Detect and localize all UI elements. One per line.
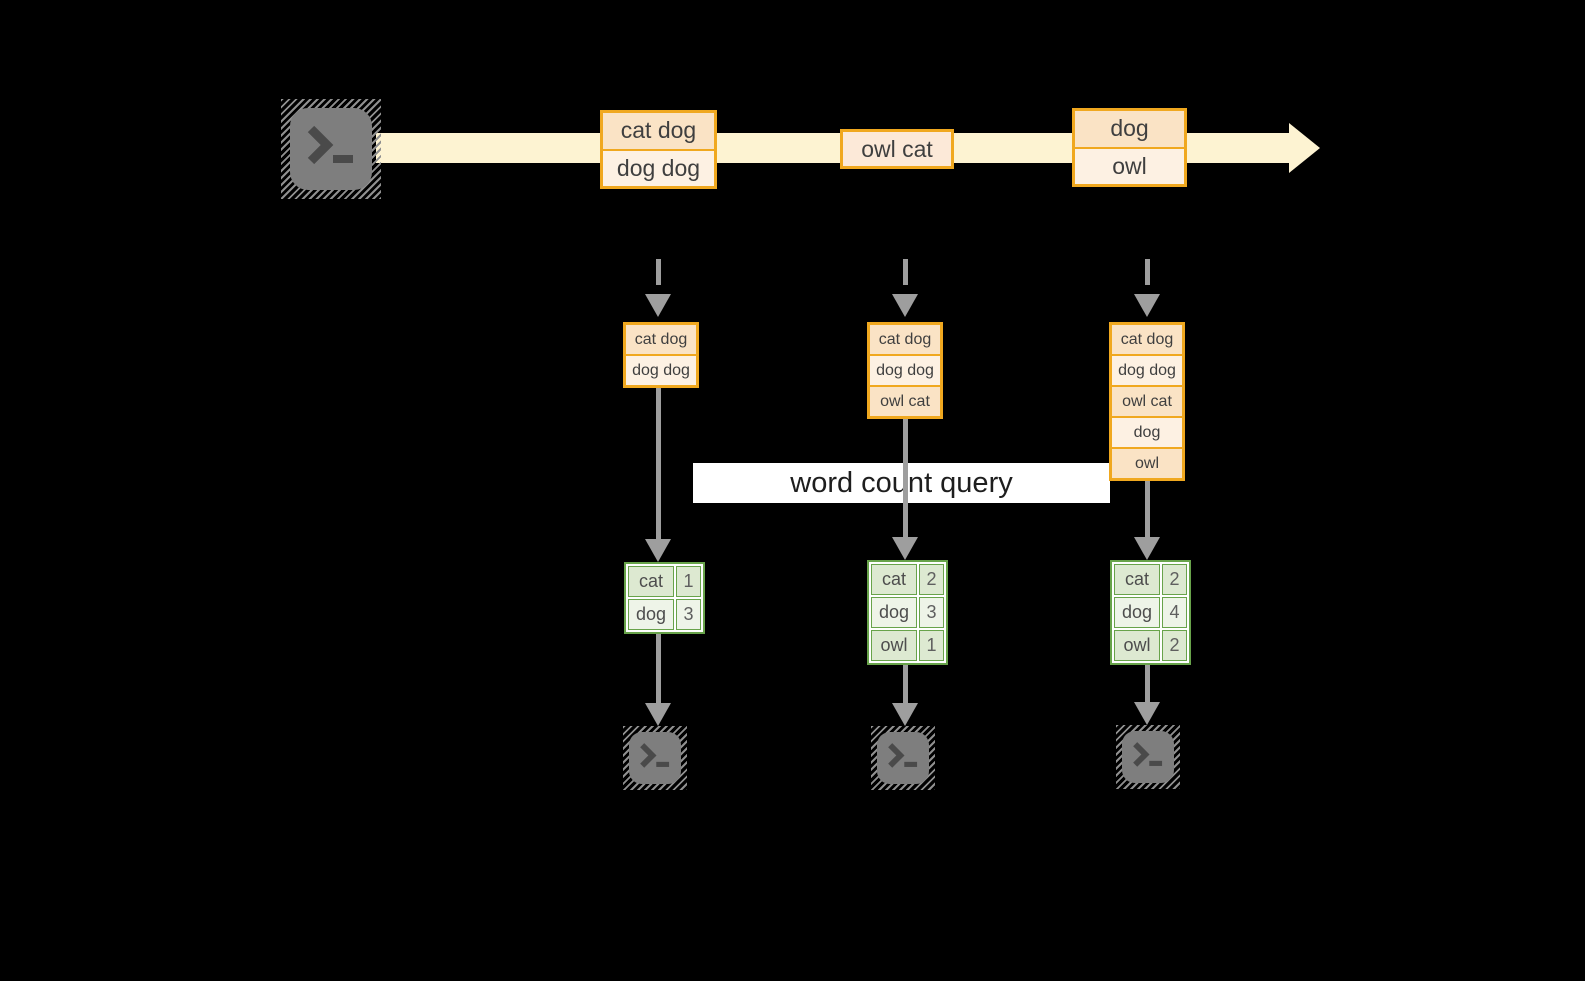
event-buffer-3: cat dog dog dog owl cat dog owl [1109,322,1185,481]
terminal-body [290,108,372,190]
stream-arrowhead-icon [1289,123,1320,173]
arrow-down-icon [892,415,918,560]
terminal-prompt-icon [1133,742,1163,767]
event-line: dog dog [603,150,714,186]
buffer-line: dog [1112,418,1182,447]
buffer-line: owl [1112,449,1182,478]
arrow-down-icon [645,628,671,726]
terminal-body [877,732,929,784]
terminal-prompt-icon [307,125,353,165]
buffer-line: owl cat [870,387,940,416]
buffer-line: cat dog [626,325,696,354]
arrow-down-icon [892,661,918,726]
stream-event-2: owl cat [840,129,954,169]
event-line: dog [1075,111,1184,147]
table-cell-word: owl [871,630,917,661]
buffer-line: owl cat [1112,387,1182,416]
terminal-icon [281,99,381,199]
event-buffer-2: cat dog dog dog owl cat [867,322,943,419]
arrow-down-icon [1134,661,1160,725]
buffer-line: dog dog [626,356,696,385]
dashed-arrow-icon [645,259,671,322]
terminal-icon [871,726,935,790]
table-cell-count: 2 [919,564,944,595]
dashed-arrow-icon [1134,259,1160,322]
wordcount-table-2: cat 2 dog 3 owl 1 [867,560,948,665]
table-cell-word: dog [871,597,917,628]
terminal-body [629,732,681,784]
stream-event-3: dog owl [1072,108,1187,187]
dashed-arrow-icon [892,259,918,322]
stream-event-1: cat dog dog dog [600,110,717,189]
buffer-line: cat dog [1112,325,1182,354]
table-cell-count: 1 [676,566,701,597]
table-cell-count: 4 [1162,597,1187,628]
table-cell-count: 3 [919,597,944,628]
arrow-down-icon [1134,478,1160,560]
terminal-body [1122,731,1174,783]
buffer-line: cat dog [870,325,940,354]
table-cell-word: cat [871,564,917,595]
table-cell-count: 2 [1162,630,1187,661]
buffer-line: dog dog [1112,356,1182,385]
event-line: cat dog [603,113,714,149]
table-cell-count: 2 [1162,564,1187,595]
arrow-down-icon [645,384,671,562]
terminal-prompt-icon [888,743,918,768]
event-line: owl cat [843,132,951,166]
table-cell-word: dog [628,599,674,630]
table-cell-word: dog [1114,597,1160,628]
wordcount-table-1: cat 1 dog 3 [624,562,705,634]
wordcount-table-3: cat 2 dog 4 owl 2 [1110,560,1191,665]
table-cell-word: cat [1114,564,1160,595]
buffer-line: dog dog [870,356,940,385]
table-cell-word: cat [628,566,674,597]
terminal-prompt-icon [640,743,670,768]
terminal-icon [1116,725,1180,789]
table-cell-count: 1 [919,630,944,661]
event-line: owl [1075,148,1184,184]
table-cell-count: 3 [676,599,701,630]
event-buffer-1: cat dog dog dog [623,322,699,388]
query-banner: word count query [693,463,1110,503]
table-cell-word: owl [1114,630,1160,661]
terminal-icon [623,726,687,790]
